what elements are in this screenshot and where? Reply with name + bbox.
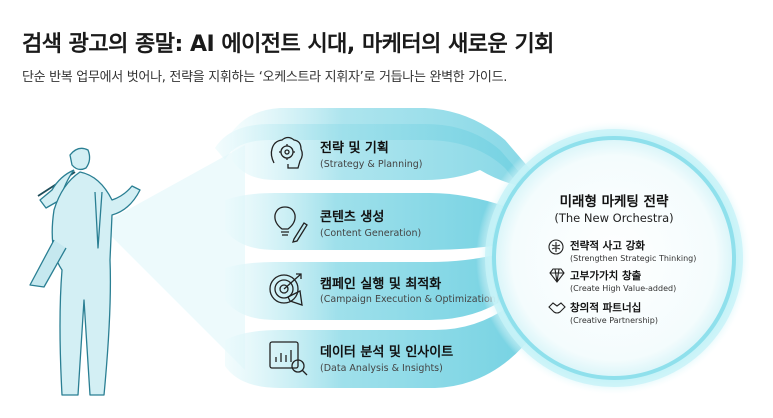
stream-4-shape [225,270,560,388]
stream-3-shape [225,240,545,320]
benefit-3-subtitle: (Creative Partnership) [570,316,658,325]
benefit-3-title: 창의적 파트너십 [570,301,641,314]
conductor-figure [29,147,141,396]
brain-gear-icon [270,136,303,169]
light-rays [100,145,245,370]
benefit-1-title: 전략적 사고 강화 [570,239,645,252]
stream-2-shape [225,193,540,250]
stream-3-title: 캠페인 실행 및 최적화 [320,276,441,292]
brain-icon [548,239,564,255]
circle-subtitle: (The New Orchestra) [554,211,673,225]
stream-3-subtitle: (Campaign Execution & Optimization) [320,294,500,305]
page-title: 검색 광고의 종말: AI 에이전트 시대, 마케터의 새로운 기회 [22,32,554,57]
chart-magnifier-icon [269,341,308,376]
handshake-icon [548,302,566,314]
stream-1-title: 전략 및 기획 [320,140,389,156]
stream-1-shape [215,108,548,212]
benefit-2-subtitle: (Create High Value-added) [570,284,676,293]
stream-2-subtitle: (Content Generation) [320,228,421,239]
future-strategy-circle [492,136,736,380]
lightbulb-pencil-icon [274,206,308,243]
benefit-2-title: 고부가가치 창출 [570,269,642,282]
benefit-1-subtitle: (Strengthen Strategic Thinking) [570,254,696,263]
stream-2-title: 콘텐츠 생성 [320,209,384,225]
stream-4-subtitle: (Data Analysis & Insights) [320,363,443,374]
target-megaphone-icon [269,273,303,306]
stream-1-subtitle: (Strategy & Planning) [320,159,423,170]
circle-title: 미래형 마케팅 전략 [560,193,669,210]
stream-4-title: 데이터 분석 및 인사이트 [320,344,453,360]
page-subtitle: 단순 반복 업무에서 벗어나, 전략을 지휘하는 ‘오케스트라 지휘자’로 거듭… [22,70,508,85]
diamond-icon [549,268,565,283]
